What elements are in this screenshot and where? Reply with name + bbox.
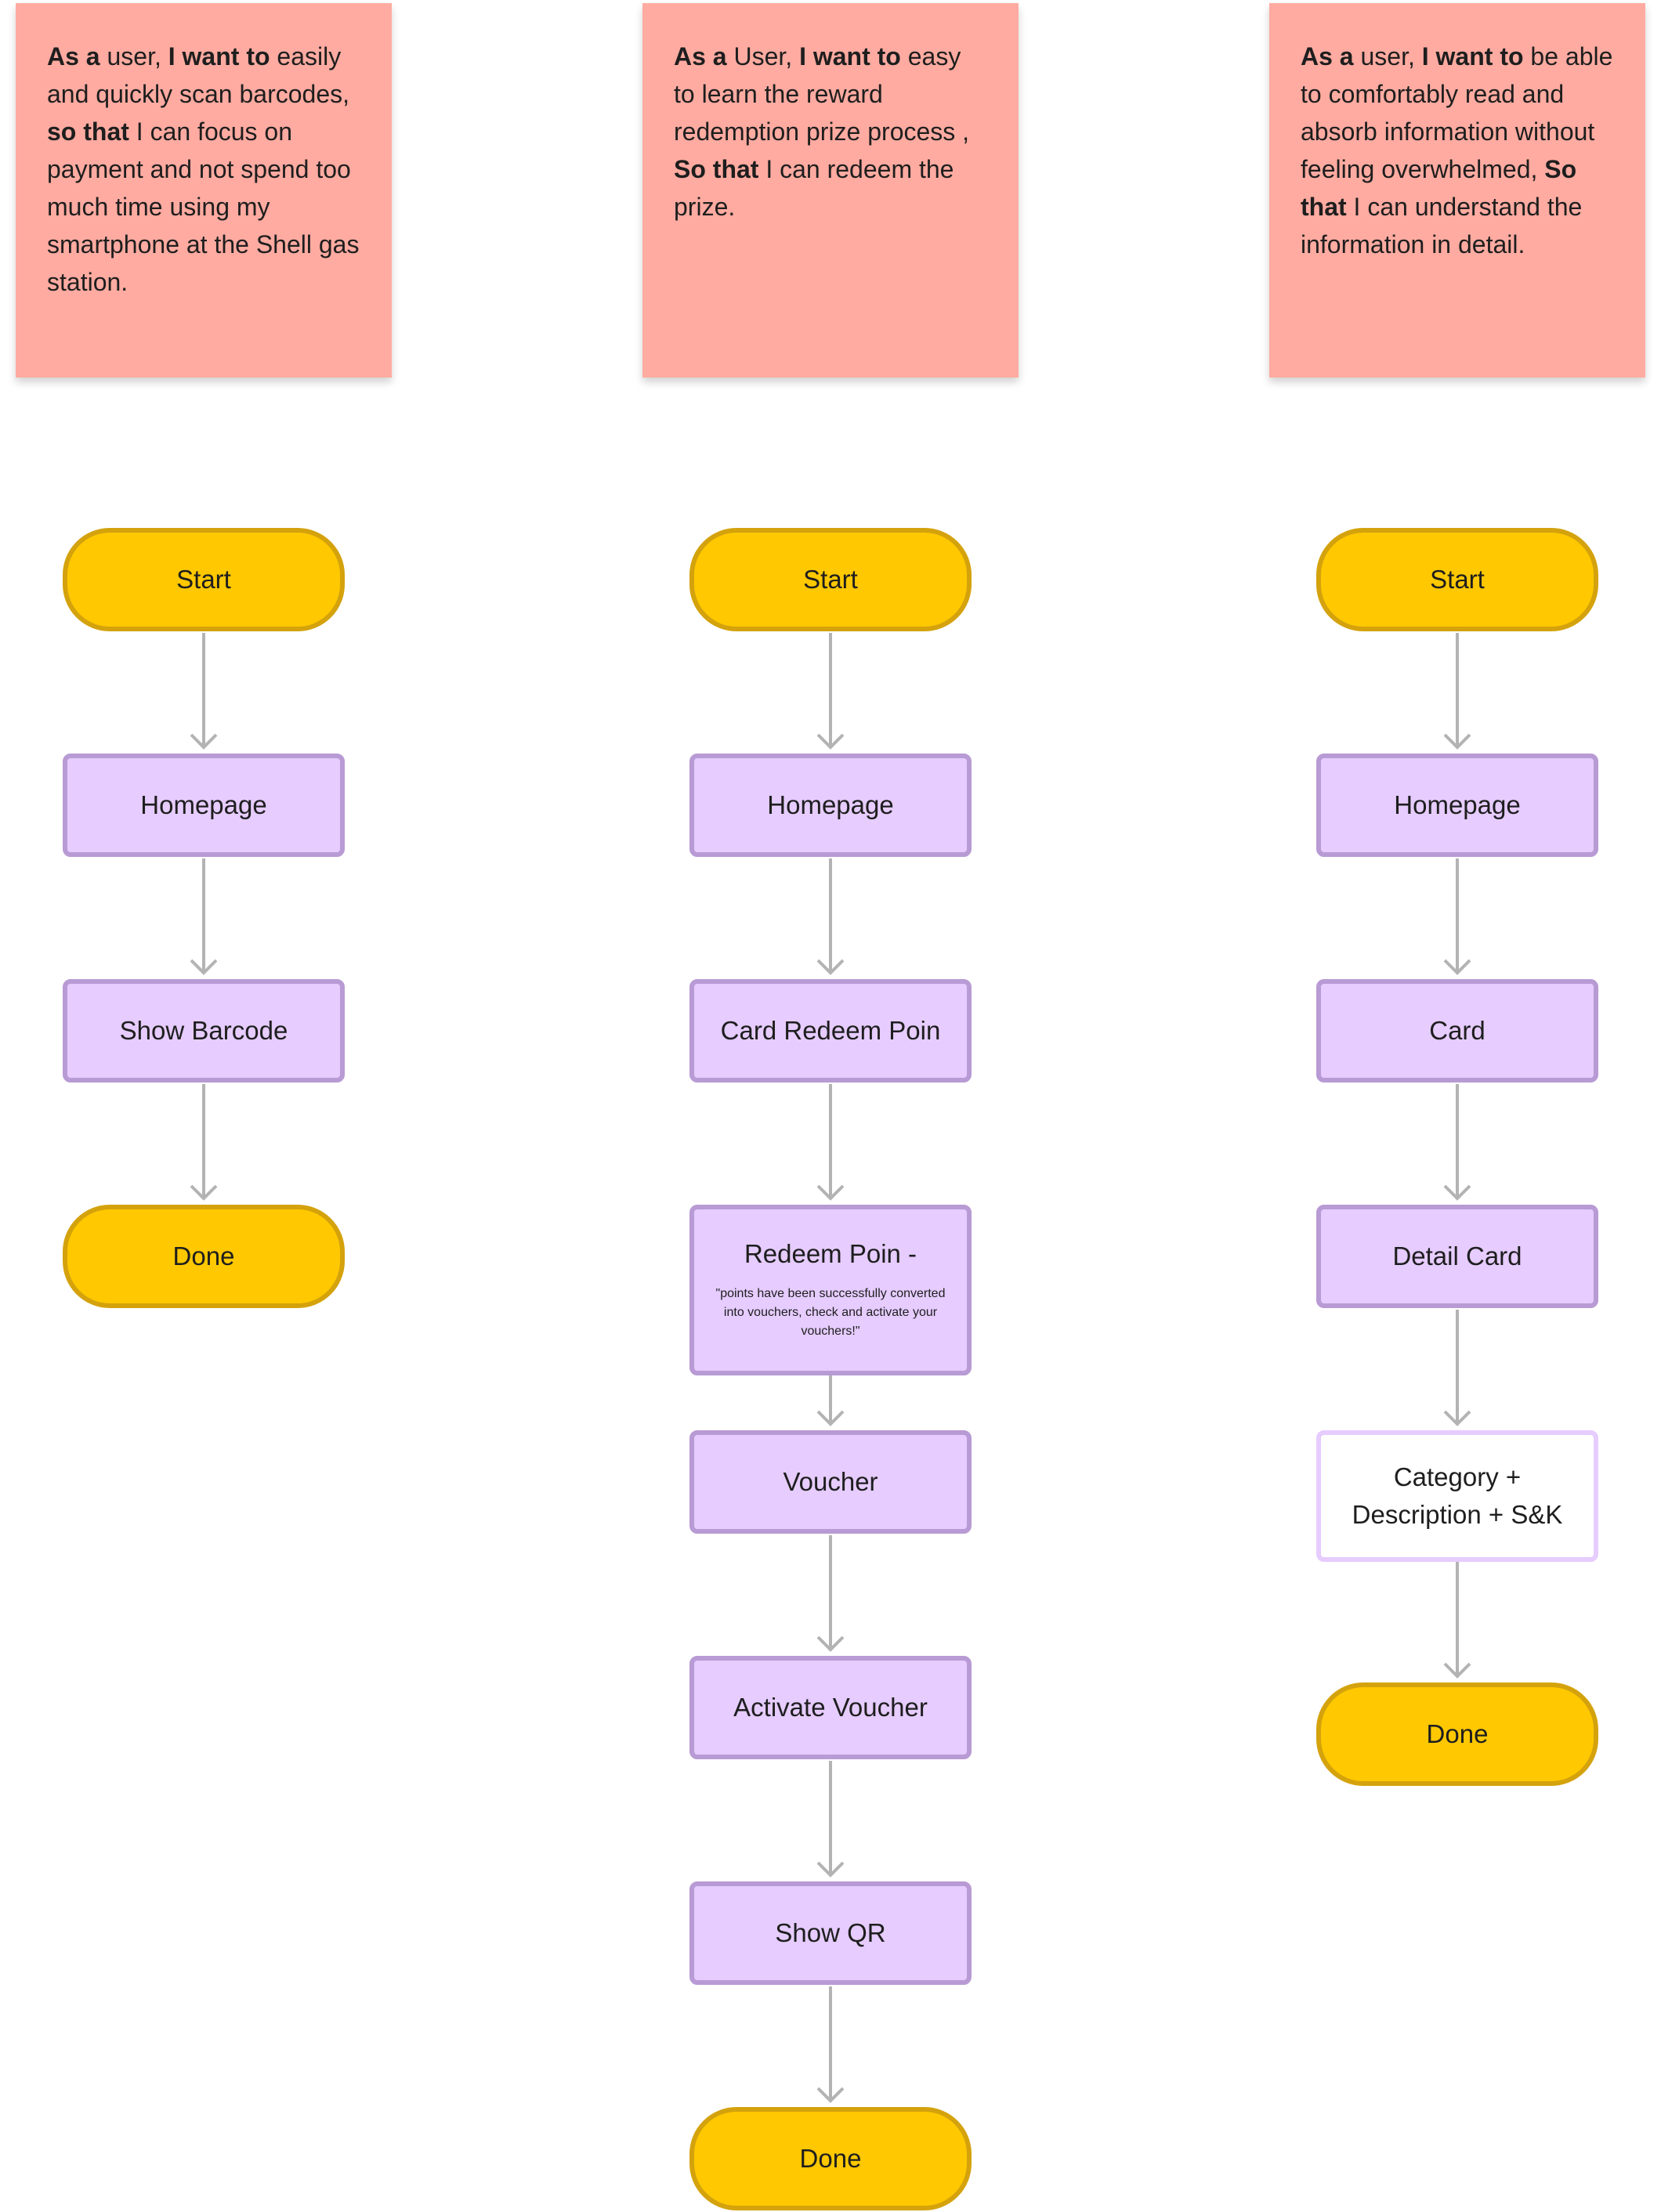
story-segment: user,: [100, 42, 168, 70]
node-label: Show QR: [775, 1918, 886, 1947]
story-text: As a User, I want to easy to learn the r…: [674, 42, 969, 221]
story-text: As a user, I want to be able to comforta…: [1301, 42, 1612, 258]
homepage-node[interactable]: Homepage: [1316, 754, 1598, 857]
story-segment: I can understand the information in deta…: [1301, 193, 1583, 258]
story-segment: user,: [1353, 42, 1422, 70]
node-label: Homepage: [140, 790, 267, 819]
done-node[interactable]: Done: [63, 1205, 345, 1308]
flow-scan-barcode: Start Homepage Show Barcode Done: [63, 0, 345, 2212]
story-keyword: so that: [47, 117, 129, 146]
story-keyword: As a: [1301, 42, 1354, 70]
user-story-note-scan-barcode: As a user, I want to easily and quickly …: [16, 3, 392, 378]
story-segment: I can focus on payment and not spend too…: [47, 117, 360, 296]
voucher-node[interactable]: Voucher: [689, 1430, 972, 1534]
flow-read-information: Start Homepage Card Detail Card Category…: [1316, 0, 1598, 2212]
story-keyword: As a: [674, 42, 727, 70]
node-label: Start: [1430, 565, 1485, 594]
show-qr-node[interactable]: Show QR: [689, 1881, 972, 1985]
user-story-note-redeem-prize: As a User, I want to easy to learn the r…: [642, 3, 1019, 378]
node-label: Done: [172, 1242, 235, 1270]
story-segment: easy to learn the reward redemption priz…: [674, 42, 970, 146]
story-segment: be able to comfortably read and absorb i…: [1301, 42, 1613, 183]
node-label: Card: [1429, 1016, 1485, 1045]
flow-connectors: [1443, 633, 1471, 1679]
show-barcode-node[interactable]: Show Barcode: [63, 979, 345, 1083]
detail-card-node[interactable]: Detail Card: [1316, 1205, 1598, 1308]
node-label: Homepage: [1394, 790, 1521, 819]
node-label: Activate Voucher: [733, 1693, 928, 1722]
story-keyword: I want to: [799, 42, 901, 70]
node-label: Done: [799, 2144, 862, 2173]
done-node[interactable]: Done: [1316, 1682, 1598, 1786]
story-text: As a user, I want to easily and quickly …: [47, 42, 359, 296]
start-node[interactable]: Start: [1316, 528, 1598, 631]
card-redeem-poin-node[interactable]: Card Redeem Poin: [689, 979, 972, 1083]
node-label: Homepage: [767, 790, 894, 819]
node-label: Voucher: [783, 1467, 878, 1496]
category-description-node[interactable]: Category + Description + S&K: [1316, 1430, 1598, 1562]
story-segment: I can redeem the prize.: [674, 155, 954, 221]
node-label: Card Redeem Poin: [720, 1016, 941, 1045]
story-segment: User,: [726, 42, 800, 70]
start-node[interactable]: Start: [63, 528, 345, 631]
node-label: Redeem Poin -: [744, 1239, 917, 1268]
start-node[interactable]: Start: [689, 528, 972, 631]
node-sublabel: "points have been successfully converted…: [715, 1287, 946, 1338]
node-label: Category + Description + S&K: [1352, 1462, 1563, 1529]
node-label: Start: [803, 565, 858, 594]
story-keyword: As a: [47, 42, 100, 70]
node-label: Show Barcode: [119, 1016, 288, 1045]
node-label: Done: [1426, 1719, 1489, 1748]
flow-redeem-prize: Start Homepage Card Redeem Poin Redeem P…: [689, 0, 972, 2212]
redeem-poin-node[interactable]: Redeem Poin - "points have been successf…: [689, 1205, 972, 1375]
card-node[interactable]: Card: [1316, 979, 1598, 1083]
story-segment: easily and quickly scan barcodes,: [47, 42, 349, 108]
story-keyword: I want to: [168, 42, 270, 70]
node-label: Detail Card: [1392, 1242, 1522, 1270]
done-node[interactable]: Done: [689, 2107, 972, 2210]
flow-connectors: [816, 633, 845, 2103]
story-keyword: So that: [674, 155, 759, 183]
user-story-note-read-information: As a user, I want to be able to comforta…: [1269, 3, 1645, 378]
node-label: Start: [176, 565, 231, 594]
activate-voucher-node[interactable]: Activate Voucher: [689, 1656, 972, 1759]
flow-connectors: [190, 633, 218, 1201]
story-keyword: So that: [1301, 155, 1577, 221]
story-keyword: I want to: [1421, 42, 1524, 70]
homepage-node[interactable]: Homepage: [63, 754, 345, 857]
homepage-node[interactable]: Homepage: [689, 754, 972, 857]
